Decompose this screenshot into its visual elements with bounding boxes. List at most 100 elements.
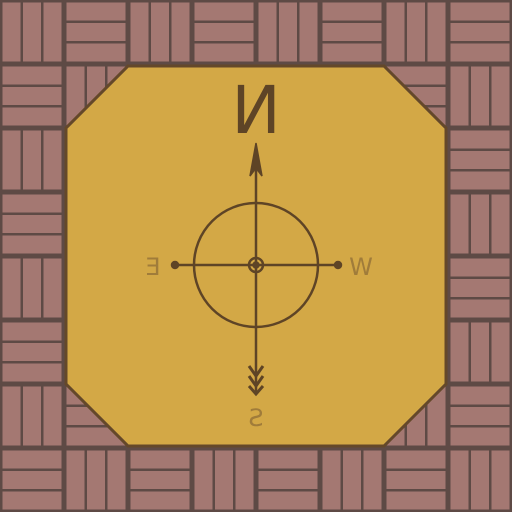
parquet-plank xyxy=(258,471,318,489)
parquet-plank xyxy=(130,450,190,469)
parquet-plank xyxy=(2,2,21,62)
parquet-plank xyxy=(43,386,62,446)
parquet-plank xyxy=(322,23,382,41)
parquet-plank xyxy=(194,450,213,510)
parquet-plank xyxy=(450,427,510,446)
parquet-plank xyxy=(450,2,510,21)
parquet-plank xyxy=(450,130,510,149)
parquet-plank xyxy=(450,322,469,382)
parquet-plank xyxy=(194,23,254,41)
parquet-plank xyxy=(427,2,446,62)
parquet-plank xyxy=(2,386,21,446)
parquet-plank xyxy=(450,258,510,277)
parquet-plank xyxy=(194,2,254,21)
parquet-plank xyxy=(130,491,190,510)
parquet-plank xyxy=(235,450,254,510)
parquet-plank xyxy=(427,386,446,446)
parquet-plank xyxy=(23,130,41,190)
parquet-plank xyxy=(130,2,149,62)
parquet-plank xyxy=(491,194,510,254)
parquet-plank xyxy=(450,299,510,318)
compass-center-dot xyxy=(252,261,260,269)
parquet-plank xyxy=(450,23,510,41)
arrow-fletch-2 xyxy=(247,375,265,389)
parquet-plank xyxy=(151,2,169,62)
parquet-plank xyxy=(66,23,126,41)
parquet-plank xyxy=(322,450,341,510)
west-end-dot xyxy=(333,260,343,270)
parquet-plank xyxy=(2,258,21,318)
parquet-plank xyxy=(343,450,361,510)
north-arrowhead xyxy=(249,142,263,177)
parquet-plank xyxy=(23,258,41,318)
parquet-plank xyxy=(2,322,62,341)
parquet-plank xyxy=(471,322,489,382)
compass-center-ring xyxy=(247,256,265,274)
parquet-plank xyxy=(2,471,62,489)
parquet-plank xyxy=(2,87,62,105)
parquet-plank xyxy=(66,43,126,62)
west-letter: W xyxy=(349,253,373,281)
parquet-plank xyxy=(322,43,382,62)
parquet-plank xyxy=(2,66,62,85)
parquet-plank xyxy=(171,2,190,62)
parquet-plank xyxy=(471,450,489,510)
parquet-plank xyxy=(66,66,85,126)
parquet-plank xyxy=(2,343,62,361)
parquet-plank xyxy=(299,2,318,62)
parquet-plank xyxy=(66,427,126,446)
arrow-fletch-3 xyxy=(247,385,265,397)
parquet-plank xyxy=(43,258,62,318)
parquet-plank xyxy=(450,171,510,190)
parquet-plank xyxy=(491,322,510,382)
parquet-plank xyxy=(450,386,510,405)
parquet-plank xyxy=(471,66,489,126)
parquet-plank xyxy=(2,491,62,510)
parquet-plank xyxy=(2,130,21,190)
parquet-plank xyxy=(450,194,469,254)
parquet-plank xyxy=(2,363,62,382)
parquet-plank xyxy=(66,2,126,21)
parquet-plank xyxy=(450,279,510,297)
parquet-plank xyxy=(491,66,510,126)
parquet-plank xyxy=(386,491,446,510)
parquet-plank xyxy=(130,471,190,489)
parquet-plank xyxy=(2,107,62,126)
parquet-plank xyxy=(491,450,510,510)
parquet-plank xyxy=(23,386,41,446)
east-letter: E xyxy=(145,253,160,281)
arrow-fletch-1 xyxy=(247,365,265,379)
parquet-plank xyxy=(2,235,62,254)
parquet-plank xyxy=(43,130,62,190)
south-letter: S xyxy=(248,404,263,432)
parquet-plank xyxy=(386,471,446,489)
parquet-plank xyxy=(450,450,469,510)
parquet-plank xyxy=(450,66,469,126)
parquet-plank xyxy=(450,151,510,169)
parquet-plank xyxy=(471,194,489,254)
north-letter: N xyxy=(231,72,280,149)
parquet-plank xyxy=(87,450,105,510)
parquet-plank xyxy=(2,194,62,213)
parquet-plank xyxy=(258,2,277,62)
parquet-plank xyxy=(215,450,233,510)
parquet-plank xyxy=(258,450,318,469)
east-end-dot xyxy=(170,260,180,270)
parquet-plank xyxy=(363,450,382,510)
parquet-plank xyxy=(386,450,446,469)
compass-rose xyxy=(170,142,343,397)
parquet-plank xyxy=(107,450,126,510)
parquet-plank xyxy=(279,2,297,62)
parquet-plank xyxy=(322,2,382,21)
parquet-plank xyxy=(23,2,41,62)
parquet-plank xyxy=(407,2,425,62)
parquet-plank xyxy=(450,43,510,62)
parquet-plank xyxy=(43,2,62,62)
parquet-plank xyxy=(386,66,446,85)
parquet-plank xyxy=(2,215,62,233)
parquet-plank xyxy=(258,491,318,510)
parquet-plank xyxy=(66,450,85,510)
parquet-plank xyxy=(2,450,62,469)
